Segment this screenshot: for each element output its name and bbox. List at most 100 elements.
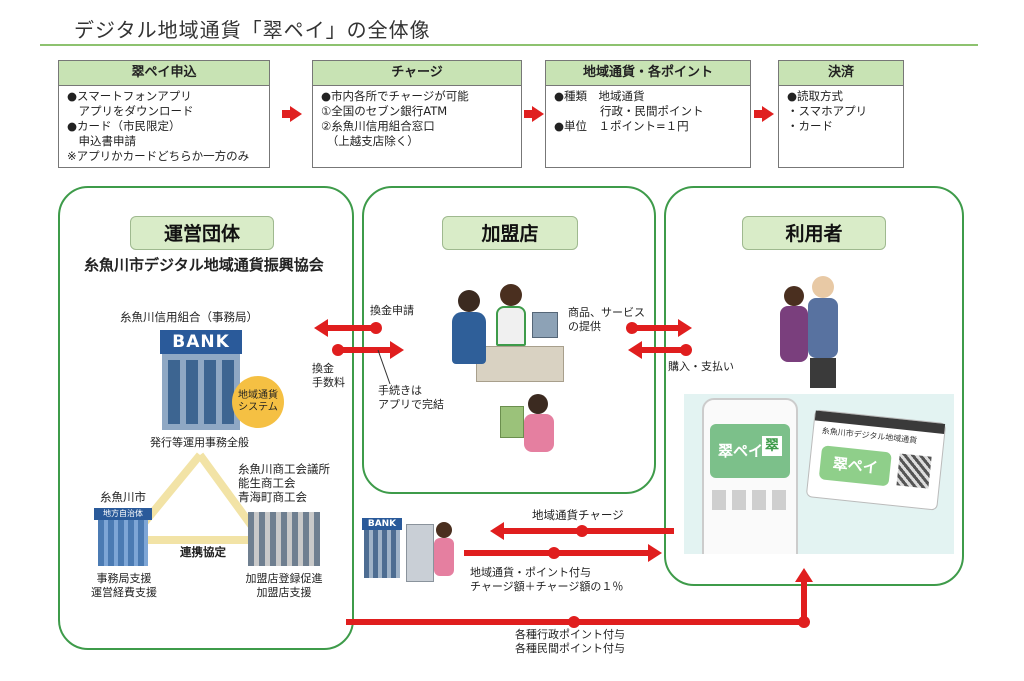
goods-dot bbox=[626, 322, 638, 334]
card-brand: 翠ペイ bbox=[818, 445, 892, 487]
page-title: デジタル地域通貨「翠ペイ」の全体像 bbox=[74, 18, 431, 42]
exchange-fee-line bbox=[336, 347, 392, 353]
merchant-label: 加盟店 bbox=[442, 216, 578, 250]
step-apply: 翠ペイ申込 ●スマートフォンアプリ アプリをダウンロード ●カード（市民限定） … bbox=[58, 60, 270, 168]
charge-arrowhead bbox=[490, 522, 504, 540]
grant-dot bbox=[548, 547, 560, 559]
atm-user-body bbox=[434, 538, 454, 576]
users-couple-illustration bbox=[780, 276, 844, 388]
shop-counter-illustration bbox=[446, 276, 564, 382]
atm-illustration: BANK bbox=[362, 518, 458, 582]
app-card-image: 翠ペイ 翠 糸魚川市デジタル地域通貨 翠ペイ bbox=[684, 394, 954, 554]
points-riser bbox=[801, 580, 807, 625]
city-hall-sign: 地方自治体 bbox=[94, 508, 152, 520]
step-payment-head: 決済 bbox=[779, 61, 903, 86]
cooperation-label: 連携協定 bbox=[180, 545, 226, 559]
bank-sign: BANK bbox=[160, 330, 242, 354]
charge-line bbox=[502, 528, 674, 534]
system-badge-text: 地域通貨 システム bbox=[238, 390, 278, 413]
phone-payment-illustration bbox=[498, 394, 562, 454]
customer-body bbox=[452, 312, 486, 364]
user-label: 利用者 bbox=[742, 216, 886, 250]
customer-head bbox=[458, 290, 480, 312]
operator-label: 運営団体 bbox=[130, 216, 274, 250]
clerk-body bbox=[496, 306, 526, 346]
counter bbox=[476, 346, 564, 382]
app-wallet-card: 翠ペイ 翠 bbox=[710, 424, 790, 478]
exchange-request-line bbox=[326, 325, 378, 331]
exchange-fee-arrowhead bbox=[390, 341, 404, 359]
flow-arrow-2 bbox=[524, 106, 544, 122]
bank-role: 発行等運用事務全般 bbox=[150, 436, 249, 449]
step-currency-head: 地域通貨・各ポイント bbox=[546, 61, 750, 86]
app-note-label: 手続きは アプリで完結 bbox=[378, 384, 444, 411]
user-woman-body bbox=[780, 306, 808, 362]
user-man-body bbox=[808, 298, 838, 358]
exchange-fee-label: 換金 手数料 bbox=[312, 362, 345, 389]
user-man-head bbox=[812, 276, 834, 298]
chambers-role: 加盟店登録促進 加盟店支援 bbox=[245, 572, 323, 599]
step-charge-head: チャージ bbox=[313, 61, 521, 86]
charge-dot bbox=[576, 525, 588, 537]
purchase-line bbox=[640, 347, 684, 353]
atm-bank-building bbox=[364, 530, 400, 578]
bank-caption: 糸魚川信用組合（事務局） bbox=[120, 310, 258, 324]
app-kanji-badge: 翠 bbox=[762, 436, 782, 456]
city-hall-facade bbox=[98, 520, 148, 566]
step-apply-head: 翠ペイ申込 bbox=[59, 61, 269, 86]
atm-machine-icon bbox=[406, 524, 434, 582]
exchange-request-label: 換金申請 bbox=[370, 304, 414, 317]
register-icon bbox=[532, 312, 558, 338]
chambers-caption: 糸魚川商工会議所 能生商工会 青海町商工会 bbox=[238, 462, 330, 504]
bank-building-icon: BANK bbox=[160, 330, 242, 430]
step-payment-body: ●読取方式 ・スマホアプリ ・カード bbox=[787, 89, 868, 133]
step-payment: 決済 ●読取方式 ・スマホアプリ ・カード bbox=[778, 60, 904, 168]
exchange-request-arrowhead bbox=[314, 319, 328, 337]
clerk-head bbox=[500, 284, 522, 306]
step-currency-body: ●種類 地域通貨 行政・民間ポイント ●単位 １ポイント=１円 bbox=[554, 89, 704, 133]
goods-line bbox=[630, 325, 680, 331]
step-charge: チャージ ●市内各所でチャージが可能 ①全国のセブン銀行ATM ②糸魚川信用組合… bbox=[312, 60, 522, 168]
exchange-fee-dot bbox=[332, 344, 344, 356]
grant-arrowhead bbox=[648, 544, 662, 562]
payer-body bbox=[524, 414, 554, 452]
atm-bank-sign: BANK bbox=[362, 518, 402, 530]
smartphone-mockup: 翠ペイ 翠 bbox=[702, 398, 798, 554]
operator-subtitle: 糸魚川市デジタル地域通貨振興協会 bbox=[84, 256, 324, 274]
goods-arrowhead bbox=[678, 319, 692, 337]
payer-head bbox=[528, 394, 548, 414]
atm-user-head bbox=[436, 522, 452, 538]
charge-label: 地域通貨チャージ bbox=[532, 508, 624, 522]
user-man-legs bbox=[810, 358, 836, 388]
chamber-building-icon bbox=[248, 512, 320, 566]
purchase-label: 購入・支払い bbox=[668, 360, 734, 373]
user-woman-head bbox=[784, 286, 804, 306]
city-role: 事務局支援 運営経費支援 bbox=[91, 572, 157, 599]
points-dot bbox=[568, 616, 580, 628]
step-currency: 地域通貨・各ポイント ●種類 地域通貨 行政・民間ポイント ●単位 １ポイント=… bbox=[545, 60, 751, 168]
app-brand-label: 翠ペイ bbox=[718, 442, 764, 460]
payment-card: 糸魚川市デジタル地域通貨 翠ペイ bbox=[805, 409, 947, 511]
step-apply-body: ●スマートフォンアプリ アプリをダウンロード ●カード（市民限定） 申込書申請 … bbox=[67, 89, 250, 163]
points-arrowhead bbox=[795, 568, 813, 582]
grant-label: 地域通貨・ポイント付与 チャージ額＋チャージ額の１％ bbox=[470, 566, 624, 593]
app-menu-buttons bbox=[712, 490, 788, 510]
points-corner-dot bbox=[798, 616, 810, 628]
qr-stand-icon bbox=[500, 406, 524, 438]
goods-label: 商品、サービス の提供 bbox=[568, 306, 645, 333]
system-badge: 地域通貨 システム bbox=[232, 376, 284, 428]
purchase-dot bbox=[680, 344, 692, 356]
purchase-arrowhead bbox=[628, 341, 642, 359]
step-charge-body: ●市内各所でチャージが可能 ①全国のセブン銀行ATM ②糸魚川信用組合窓口 （上… bbox=[321, 89, 469, 148]
points-label: 各種行政ポイント付与 各種民間ポイント付与 bbox=[515, 628, 625, 655]
city-caption: 糸魚川市 bbox=[100, 490, 146, 504]
exchange-request-dot bbox=[370, 322, 382, 334]
bank-windows bbox=[168, 360, 234, 424]
flow-arrow-1 bbox=[282, 106, 302, 122]
title-underline bbox=[40, 44, 978, 46]
flow-arrow-3 bbox=[754, 106, 774, 122]
city-hall-icon: 地方自治体 bbox=[94, 508, 152, 566]
card-qr-code-icon bbox=[896, 453, 932, 489]
